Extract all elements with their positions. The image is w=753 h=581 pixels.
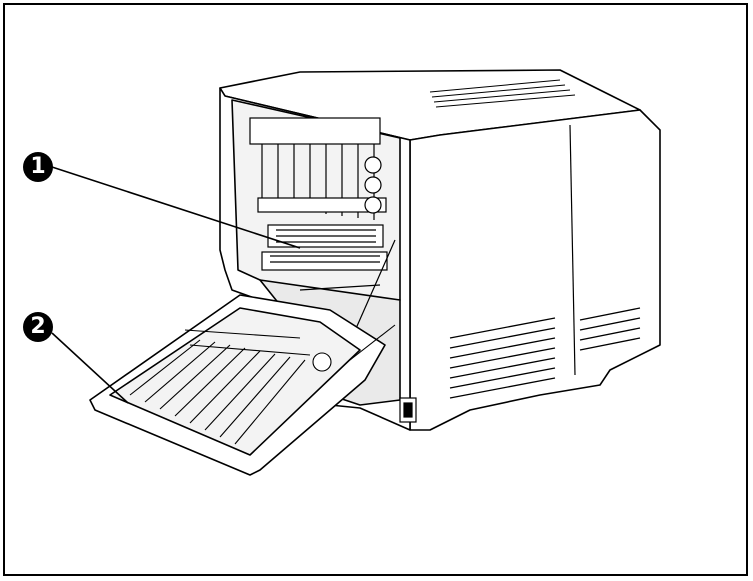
leader-line-1	[51, 166, 301, 249]
printer-right-side	[409, 109, 661, 431]
rear-door-ribs	[129, 324, 396, 445]
callout-2: 2	[23, 312, 53, 342]
side-vents	[449, 307, 641, 399]
top-vents	[429, 79, 576, 108]
power-socket	[399, 397, 417, 423]
callout-1: 1	[23, 152, 53, 182]
rear-door	[89, 294, 386, 476]
leader-line-2	[51, 332, 129, 404]
fuser-unit	[249, 117, 396, 411]
